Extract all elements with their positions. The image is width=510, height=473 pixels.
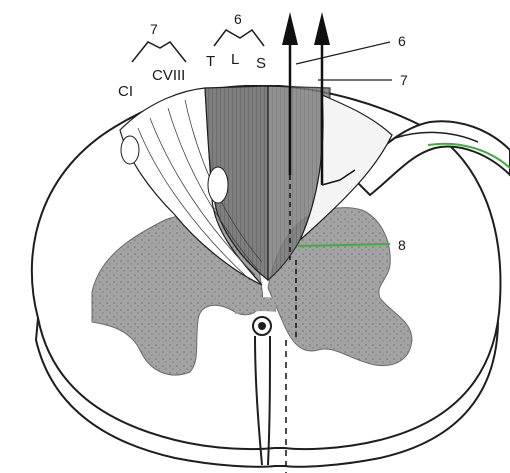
segment-label-t: T [206,53,215,70]
segment-label-ci: CI [118,83,133,100]
pointer-label-6: 6 [398,33,406,49]
bracket-label-6: 6 [234,11,242,27]
pointer-label-7: 7 [400,72,408,88]
segment-label-s: S [256,55,266,72]
bracket-label-7: 7 [150,21,158,37]
pointer-label-8: 8 [398,237,406,253]
segment-label-l: L [231,51,239,68]
segment-label-cviii: CVIII [152,67,185,84]
